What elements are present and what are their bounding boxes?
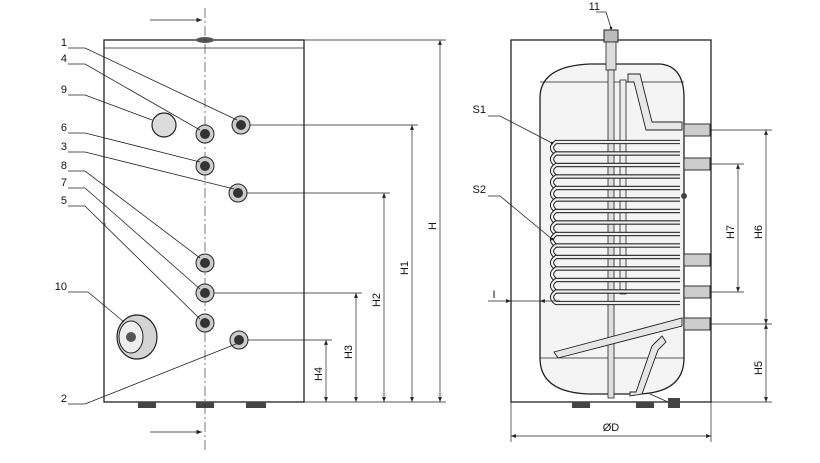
connection-8 xyxy=(195,253,215,273)
label-connection-10: 10 xyxy=(55,281,67,293)
label-connection-1: 1 xyxy=(61,37,67,49)
side-connection-stubs xyxy=(681,123,711,331)
label-dimension-h: H xyxy=(427,222,439,230)
dimension-d xyxy=(510,402,712,442)
connection-2 xyxy=(229,330,249,350)
leader-line-s1 xyxy=(488,115,554,145)
hot-water-pipe xyxy=(627,73,683,131)
connection-7 xyxy=(195,283,215,303)
section-view: 11 S1 S2 xyxy=(473,1,772,442)
label-dimension-h5: H5 xyxy=(753,361,765,375)
heat-exchanger-coil xyxy=(549,139,680,306)
label-dimension-h7: H7 xyxy=(725,225,737,239)
label-dimension-d: ØD xyxy=(603,422,620,434)
label-connection-4: 4 xyxy=(61,53,67,65)
connection-3 xyxy=(228,183,248,203)
label-connection-6: 6 xyxy=(61,122,67,134)
label-connection-8: 8 xyxy=(61,160,67,172)
label-dimension-h1: H1 xyxy=(399,261,411,275)
label-dimension-h3: H3 xyxy=(343,345,355,359)
leader-line-s2 xyxy=(488,195,554,241)
label-connection-2: 2 xyxy=(61,393,67,405)
label-connection-9: 9 xyxy=(61,84,67,96)
leader-line-11 xyxy=(596,11,613,30)
label-connection-7: 7 xyxy=(61,177,67,189)
label-dimension-h4: H4 xyxy=(313,367,325,381)
label-connection-11: 11 xyxy=(589,1,600,13)
label-dimension-h2: H2 xyxy=(371,293,383,307)
label-s1: S1 xyxy=(473,104,486,116)
connection-5 xyxy=(195,313,215,333)
top-connection-11 xyxy=(603,29,619,71)
label-dimension-i: I xyxy=(492,289,495,301)
cold-inlet-pipe xyxy=(553,317,683,359)
connection-4 xyxy=(195,124,215,144)
connection-1 xyxy=(231,115,251,135)
label-connection-3: 3 xyxy=(61,141,67,153)
coil-turn-highlight xyxy=(550,290,680,305)
connection-9 xyxy=(151,112,177,138)
label-connection-5: 5 xyxy=(61,195,67,207)
connection-6 xyxy=(195,156,215,176)
connection-10 xyxy=(116,314,158,360)
tank-feet-side xyxy=(138,402,266,408)
drain-pipe xyxy=(629,335,667,397)
leader-lines-side xyxy=(68,47,238,405)
side-view: 1 4 9 6 3 8 7 5 10 2 H H1 H2 H3 H4 xyxy=(55,8,446,452)
tank-feet-section xyxy=(572,393,680,408)
dimension-extension-lines xyxy=(214,39,446,403)
label-s2: S2 xyxy=(473,184,486,196)
label-dimension-h6: H6 xyxy=(753,225,765,239)
